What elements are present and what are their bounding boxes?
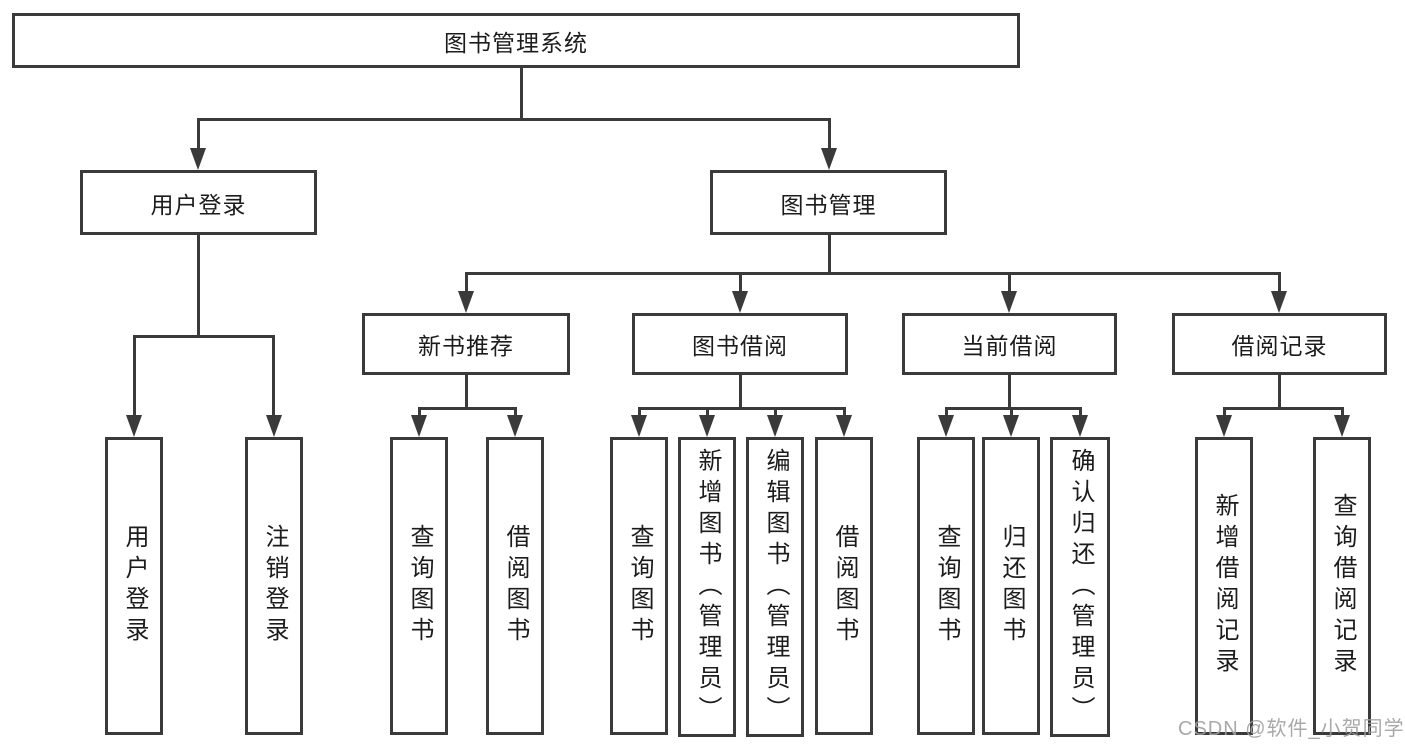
connector-line (418, 407, 421, 417)
connector-line (739, 272, 742, 293)
connector-line (739, 375, 742, 409)
arrow-down-icon (411, 415, 427, 437)
connector-line (1008, 375, 1011, 409)
connector-line (1079, 407, 1082, 417)
arrow-down-icon (732, 291, 748, 313)
node-borrow-records: 借阅记录 (1172, 313, 1387, 375)
connector-line (774, 407, 777, 417)
connector-line (638, 407, 846, 410)
node-user-login: 用户登录 (80, 170, 317, 235)
connector-line (1008, 272, 1011, 293)
connector-line (828, 235, 831, 274)
connector-line (1223, 407, 1226, 417)
leaf-borrow-edit-book-admin: 编辑图书（管理员） (746, 437, 804, 737)
leaf-borrow-borrow-book: 借阅图书 (815, 437, 873, 735)
connector-line (945, 407, 1082, 410)
connector-line (418, 407, 517, 410)
leaf-current-confirm-return-admin: 确认归还（管理员） (1050, 437, 1110, 737)
arrow-down-icon (1271, 291, 1287, 313)
connector-line (514, 407, 517, 417)
arrow-down-icon (266, 415, 282, 437)
connector-line (465, 375, 468, 409)
connector-line (1278, 272, 1281, 293)
arrow-down-icon (836, 415, 852, 437)
leaf-records-add-record: 新增借阅记录 (1195, 437, 1253, 735)
arrow-down-icon (1334, 415, 1350, 437)
node-root: 图书管理系统 (12, 13, 1020, 68)
leaf-borrow-query-book: 查询图书 (610, 437, 668, 735)
leaf-records-query-record: 查询借阅记录 (1313, 437, 1371, 735)
node-book-borrow: 图书借阅 (632, 313, 848, 375)
connector-line (828, 118, 831, 150)
connector-line (197, 118, 200, 150)
connector-line (197, 235, 200, 337)
connector-line (706, 407, 709, 417)
connector-line (945, 407, 948, 417)
leaf-current-query-book: 查询图书 (917, 437, 975, 735)
arrow-down-icon (126, 415, 142, 437)
arrow-down-icon (507, 415, 523, 437)
connector-line (843, 407, 846, 417)
arrow-down-icon (767, 415, 783, 437)
arrow-down-icon (821, 148, 837, 170)
leaf-current-return-book: 归还图书 (982, 437, 1040, 735)
arrow-down-icon (190, 148, 206, 170)
leaf-recommend-borrow-book: 借阅图书 (486, 437, 544, 735)
connector-line (133, 335, 275, 338)
leaf-logout: 注销登录 (245, 437, 303, 735)
arrow-down-icon (631, 415, 647, 437)
leaf-user-login: 用户登录 (105, 437, 163, 735)
connector-line (1278, 375, 1281, 409)
arrow-down-icon (458, 291, 474, 313)
connector-line (1341, 407, 1344, 417)
leaf-borrow-add-book-admin: 新增图书（管理员） (678, 437, 736, 737)
connector-line (272, 335, 275, 417)
connector-line (520, 68, 523, 121)
connector-line (1010, 407, 1013, 417)
connector-line (465, 272, 1281, 275)
connector-line (465, 272, 468, 293)
arrow-down-icon (1001, 291, 1017, 313)
node-root-label: 图书管理系统 (444, 29, 588, 56)
connector-line (133, 335, 136, 417)
node-current-borrow: 当前借阅 (902, 313, 1117, 375)
arrow-down-icon (1072, 415, 1088, 437)
connector-line (197, 118, 831, 121)
connector-line (1223, 407, 1344, 410)
node-book-management-label: 图书管理 (780, 191, 877, 218)
node-user-login-label: 用户登录 (150, 191, 247, 218)
arrow-down-icon (1216, 415, 1232, 437)
leaf-recommend-query-book: 查询图书 (390, 437, 448, 735)
arrow-down-icon (938, 415, 954, 437)
node-new-book-recommend: 新书推荐 (362, 313, 570, 375)
arrow-down-icon (699, 415, 715, 437)
watermark: CSDN @软件_小贺同学 (1178, 718, 1405, 740)
arrow-down-icon (1003, 415, 1019, 437)
node-book-management: 图书管理 (710, 170, 947, 235)
connector-line (638, 407, 641, 417)
